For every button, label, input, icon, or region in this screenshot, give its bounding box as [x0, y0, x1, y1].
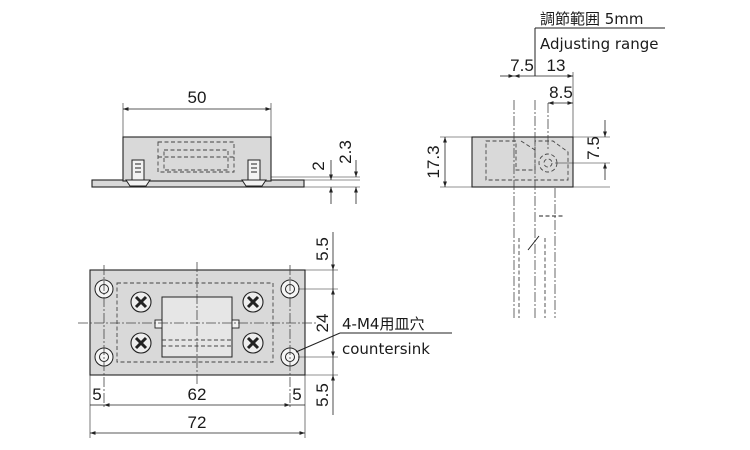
- side-view: 17.3 7.5 8.5 7.5 13 調節範囲 5mm Adjusting r…: [424, 10, 665, 318]
- dim-5-left-label: 5: [92, 385, 101, 404]
- dim-5-right-label: 5: [292, 385, 301, 404]
- phillips-screw-icon: [130, 332, 152, 354]
- dim-24-label: 24: [313, 314, 332, 333]
- phillips-screw-icon: [242, 291, 264, 313]
- dim-62-label: 62: [188, 385, 207, 404]
- dim-8-5-label: 8.5: [549, 83, 573, 102]
- adjusting-range-en-label: Adjusting range: [540, 35, 658, 53]
- dim-13-label: 13: [547, 56, 566, 75]
- dim-side-7-5-label: 7.5: [584, 136, 603, 160]
- side-body: [471, 136, 574, 188]
- adjusting-range-jp-label: 調節範囲 5mm: [540, 10, 644, 28]
- dim-side-offset-7-5-label: 7.5: [510, 56, 534, 75]
- phillips-screw-icon: [130, 291, 152, 313]
- dim-2-label: 2: [309, 161, 328, 170]
- dim-17-3-label: 17.3: [424, 145, 443, 178]
- dim-72-label: 72: [188, 413, 207, 432]
- countersink-jp-label: 4-M4用皿穴: [342, 315, 424, 333]
- front-screw-left: [125, 159, 151, 187]
- dim-2-3-label: 2.3: [336, 140, 355, 164]
- dim-50-label: 50: [188, 88, 207, 107]
- countersink-leader: [295, 332, 341, 353]
- phillips-screw-icon: [242, 332, 264, 354]
- front-screw-right: [241, 159, 267, 187]
- front-hidden-inner: [163, 149, 229, 171]
- countersink-en-label: countersink: [342, 340, 430, 358]
- plan-view: 62 5 5 72 5.5 24 5.5 4-M4用皿穴 countersink: [78, 232, 452, 438]
- plan-hidden-body: [116, 282, 274, 363]
- dim-5-5-bottom-label: 5.5: [313, 383, 332, 407]
- dim-5-5-top-label: 5.5: [313, 237, 332, 261]
- front-view: 50 2 2.3: [91, 88, 360, 204]
- front-main-body: [122, 136, 272, 182]
